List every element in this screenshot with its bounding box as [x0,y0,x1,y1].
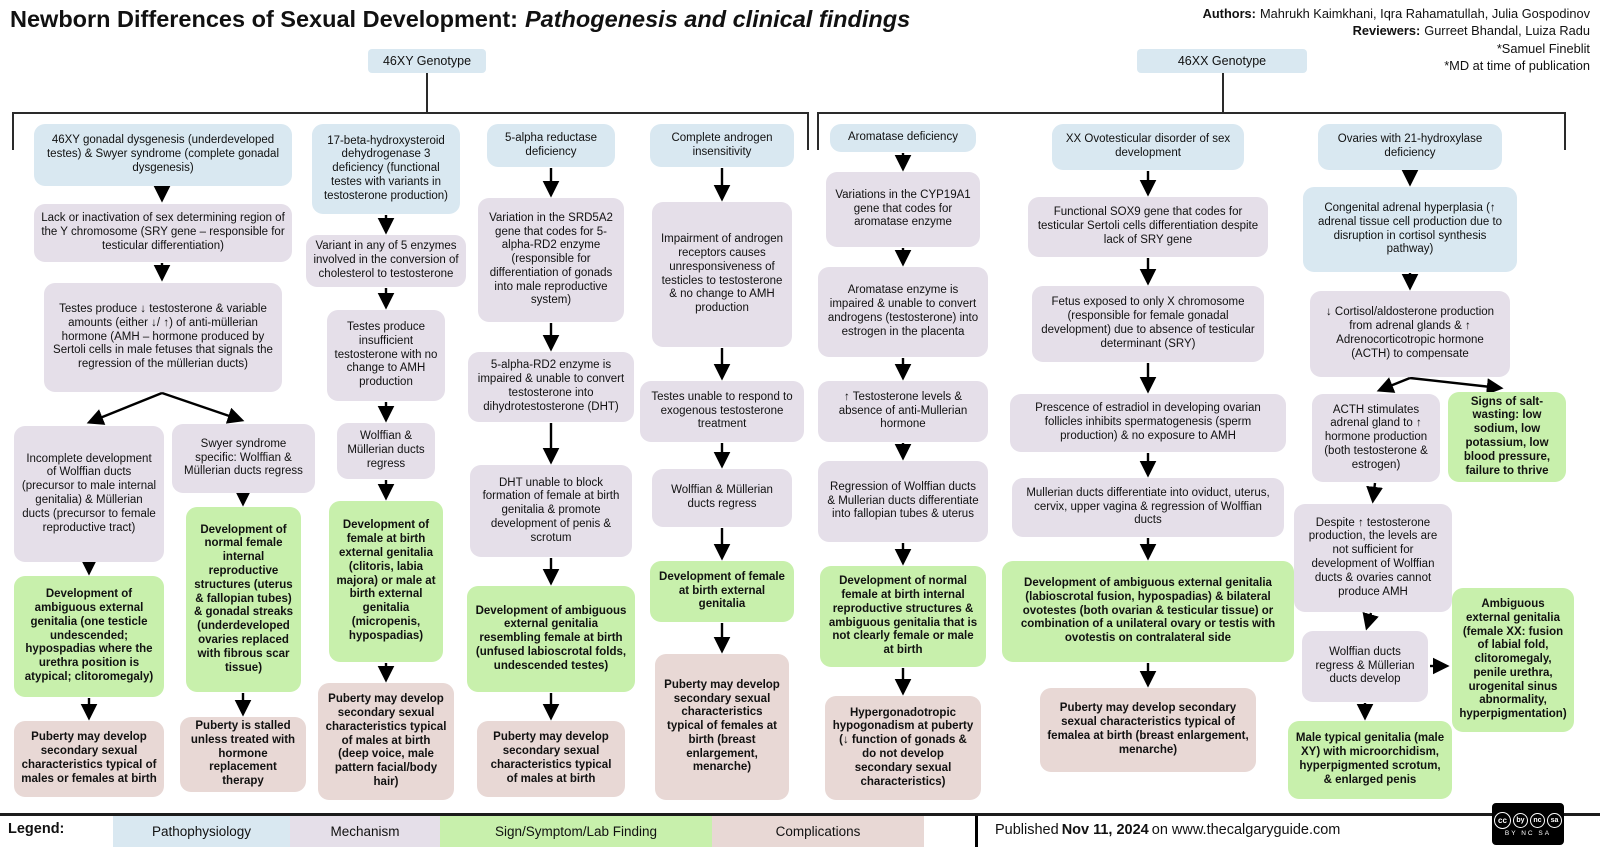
published-suffix: on www.thecalgaryguide.com [1151,822,1341,838]
box-gd-ambiguous-genitalia: Development of ambiguous external genita… [14,576,164,697]
box-ard-puberty: Puberty may develop secondary sexual cha… [477,721,625,797]
box-gd-cause: 46XY gonadal dysgenesis (underdeveloped … [34,124,292,186]
box-gd-puberty: Puberty may develop secondary sexual cha… [14,721,164,797]
box-gd-testes: Testes produce ↓ testosterone & variable… [44,283,282,392]
page-title: Newborn Differences of Sexual Developmen… [10,6,910,33]
box-gd-female-internal: Development of normal female internal re… [186,507,301,692]
published-prefix: Published [995,822,1059,838]
box-gd-swyer-specific: Swyer syndrome specific: Wolffian & Müll… [172,424,315,493]
cc-by-icon: by [1513,812,1528,828]
box-ovo-puberty: Puberty may develop secondary sexual cha… [1040,688,1256,772]
box-cah-cortisol: ↓ Cortisol/aldosterone production from a… [1310,291,1510,377]
box-ovo-fetus: Fetus exposed to only X chromosome (resp… [1032,286,1264,362]
reviewer-extra: *Samuel Fineblit [1496,40,1590,56]
title-main: Newborn Differences of Sexual Developmen… [10,6,518,32]
reviewers-line: Reviewers:Gurreet Bhandal, Luiza Radu [1203,22,1590,39]
box-gd-sry: Lack or inactivation of sex determining … [34,204,292,262]
box-cah-ducts: Wolffian ducts regress & Müllerian ducts… [1302,631,1428,702]
box-ard-cause: 5-alpha reductase deficiency [487,124,615,167]
credits-block: Authors:Mahrukh Kaimkhani, Iqra Rahamatu… [1203,5,1590,74]
box-cah-male-genitalia: Male typical genitalia (male XY) with mi… [1288,721,1452,799]
box-ard-genitalia: Development of ambiguous external genita… [467,586,635,692]
reviewers-label: Reviewers: [1352,23,1421,39]
box-gd-incomplete-ducts: Incomplete development of Wolffian ducts… [14,426,164,562]
box-cah-hyperplasia: Congenital adrenal hyperplasia (↑ adrena… [1303,187,1517,272]
box-cah-ambiguous-genitalia: Ambiguous external genitalia (female XX:… [1452,588,1574,732]
box-cah-salt-wasting: Signs of salt-wasting: low sodium, low p… [1448,392,1566,482]
box-gd-puberty-stalled: Puberty is stalled unless treated with h… [180,717,306,792]
authors-line: Authors:Mahrukh Kaimkhani, Iqra Rahamatu… [1203,5,1590,22]
box-cah-acth: ACTH stimulates adrenal gland to ↑ hormo… [1312,394,1440,482]
box-cai-cause: Complete androgen insensitivity [650,124,794,167]
box-ovo-cause: XX Ovotesticular disorder of sex develop… [1052,124,1244,170]
cc-icon-row: cc by nc sa [1494,811,1562,829]
published-date: Nov 11, 2024 [1061,822,1149,838]
box-ovo-sox9: Functional SOX9 gene that codes for test… [1028,197,1268,257]
legend-footer-separator [975,816,978,847]
box-hsd-testes: Testes produce insufficient testosterone… [327,310,445,401]
title-subtitle: Pathogenesis and clinical findings [524,6,911,32]
footer-divider-rule [0,813,1600,816]
legend-complications: Complications [712,816,924,847]
box-cai-receptors: Impairment of androgen receptors causes … [652,202,792,347]
box-hsd-variant: Variant in any of 5 enzymes involved in … [306,235,466,287]
box-aro-puberty: Hypergonadotropic hypogonadism at pubert… [825,696,981,800]
box-cai-genitalia: Development of female at birth external … [650,561,794,622]
box-aro-gene: Variations in the CYP19A1 gene that code… [826,172,980,247]
box-ovo-genitalia: Development of ambiguous external genita… [1002,561,1294,662]
box-aro-genitalia: Development of normal female at birth in… [820,566,986,667]
cc-license-badge: cc by nc sa BY NC SA [1492,803,1564,845]
legend-label: Legend: [8,821,65,837]
genotype-46xx: 46XX Genotype [1137,49,1307,73]
authors-label: Authors: [1202,6,1256,21]
box-ard-gene: Variation in the SRD5A2 gene that codes … [478,198,624,322]
legend-mechanism: Mechanism [290,816,440,847]
genotype-46xy: 46XY Genotype [368,49,486,73]
cc-nc-icon: nc [1530,812,1545,828]
box-hsd-cause: 17-beta-hydroxysteroid dehydrogenase 3 d… [312,124,460,214]
box-cai-testes: Testes unable to respond to exogenous te… [640,381,804,442]
box-ard-dht: DHT unable to block formation of female … [470,465,632,557]
authors-names: Mahrukh Kaimkhani, Iqra Rahamatullah, Ju… [1259,6,1590,21]
box-cah-testosterone: Despite ↑ testosterone production, the l… [1294,504,1452,612]
box-aro-testosterone: ↑ Testosterone levels & absence of anti-… [818,381,988,442]
cc-icon: cc [1494,811,1511,829]
box-cai-puberty: Puberty may develop secondary sexual cha… [655,654,789,800]
md-note: *MD at time of publication [1444,57,1590,73]
box-ard-enzyme: 5-alpha-RD2 enzyme is impaired & unable … [468,352,634,422]
box-aro-ducts: Regression of Wolffian ducts & Mullerian… [818,461,988,542]
cc-sa-icon: sa [1547,812,1562,828]
box-hsd-ducts-regress: Wolffian & Müllerian ducts regress [337,423,435,479]
reviewers-names: Gurreet Bhandal, Luiza Radu [1424,23,1590,39]
box-ovo-estradiol: Prescence of estradiol in developing ova… [1010,394,1286,452]
box-cah-cause: Ovaries with 21-hydroxylase deficiency [1318,124,1502,170]
legend-sign-symptom: Sign/Symptom/Lab Finding [440,816,712,847]
box-aro-enzyme: Aromatase enzyme is impaired & unable to… [818,267,988,357]
legend-pathophysiology: Pathophysiology [113,816,290,847]
box-aro-cause: Aromatase deficiency [830,124,976,152]
box-cai-ducts-regress: Wolffian & Müllerian ducts regress [652,469,792,527]
box-hsd-genitalia: Development of female at birth external … [329,501,443,662]
box-ovo-ducts: Mullerian ducts differentiate into ovidu… [1012,478,1284,537]
cc-caption: BY NC SA [1504,829,1552,837]
box-hsd-puberty: Puberty may develop secondary sexual cha… [318,683,454,800]
